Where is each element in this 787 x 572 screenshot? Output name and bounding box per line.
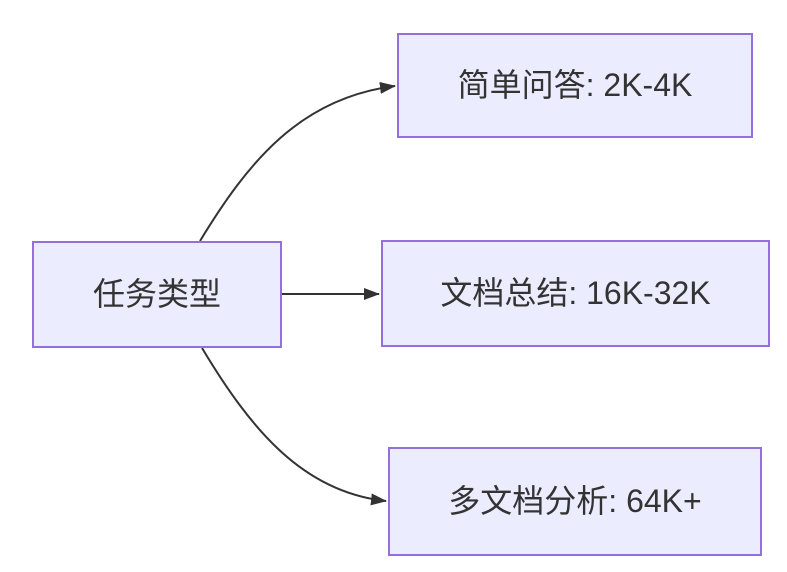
node-simple-qa: 简单问答: 2K-4K: [397, 33, 753, 138]
node-multi-doc-analysis: 多文档分析: 64K+: [388, 447, 762, 556]
node-simple-qa-label: 简单问答: 2K-4K: [457, 67, 693, 104]
node-doc-summary-label: 文档总结: 16K-32K: [440, 275, 711, 312]
edge-root-to-multi-doc-analysis: [201, 347, 387, 506]
node-doc-summary: 文档总结: 16K-32K: [381, 240, 770, 347]
node-task-type: 任务类型: [32, 241, 282, 348]
node-multi-doc-analysis-label: 多文档分析: 64K+: [448, 483, 702, 520]
node-task-type-label: 任务类型: [92, 276, 221, 313]
edge-root-to-simple-qa: [199, 81, 396, 242]
